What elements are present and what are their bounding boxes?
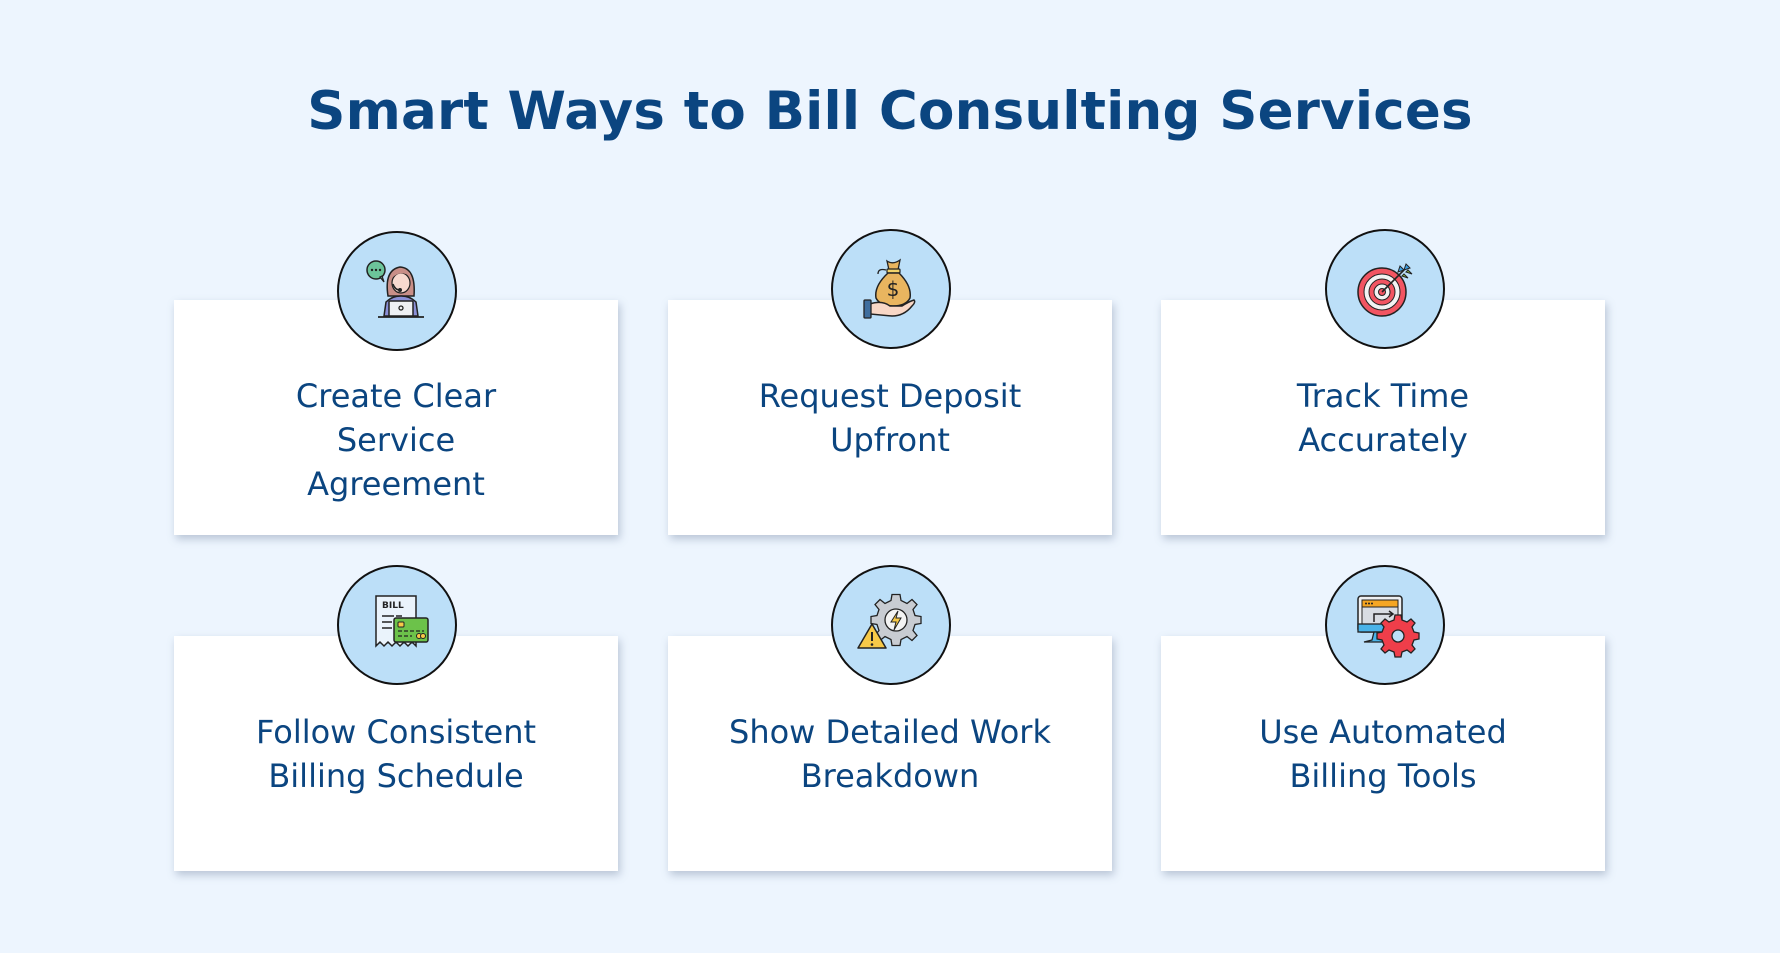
customer-support-agent-icon	[366, 260, 424, 318]
card-show-detailed-work-breakdown: Show Detailed Work Breakdown	[668, 636, 1112, 871]
icon-badge	[831, 565, 951, 685]
card-label: Request Deposit Upfront	[758, 377, 1022, 459]
icon-badge	[337, 231, 457, 351]
bill-credit-card-icon: BILL	[375, 595, 429, 648]
icon-badge: BILL	[337, 565, 457, 685]
computer-gear-icon	[1357, 595, 1420, 658]
icon-badge	[1325, 565, 1445, 685]
card-label: Track Time Accurately	[1296, 377, 1470, 459]
money-bag-hand-icon: $	[863, 258, 916, 319]
page-title: Smart Ways to Bill Consulting Services	[307, 81, 1473, 142]
icon-badge	[1325, 229, 1445, 349]
svg-text:BILL: BILL	[382, 601, 404, 611]
target-arrow-icon	[1357, 263, 1413, 317]
svg-text:$: $	[887, 277, 900, 301]
card-label: Show Detailed Work Breakdown	[729, 713, 1051, 795]
icon-badge: $	[831, 229, 951, 349]
card-label: Follow Consistent Billing Schedule	[255, 713, 537, 795]
card-follow-consistent-billing-schedule: Follow Consistent Billing Schedule	[174, 636, 618, 871]
card-label: Create Clear Service Agreement	[295, 377, 497, 503]
gear-warning-icon	[857, 593, 922, 649]
card-label: Use Automated Billing Tools	[1259, 713, 1507, 795]
